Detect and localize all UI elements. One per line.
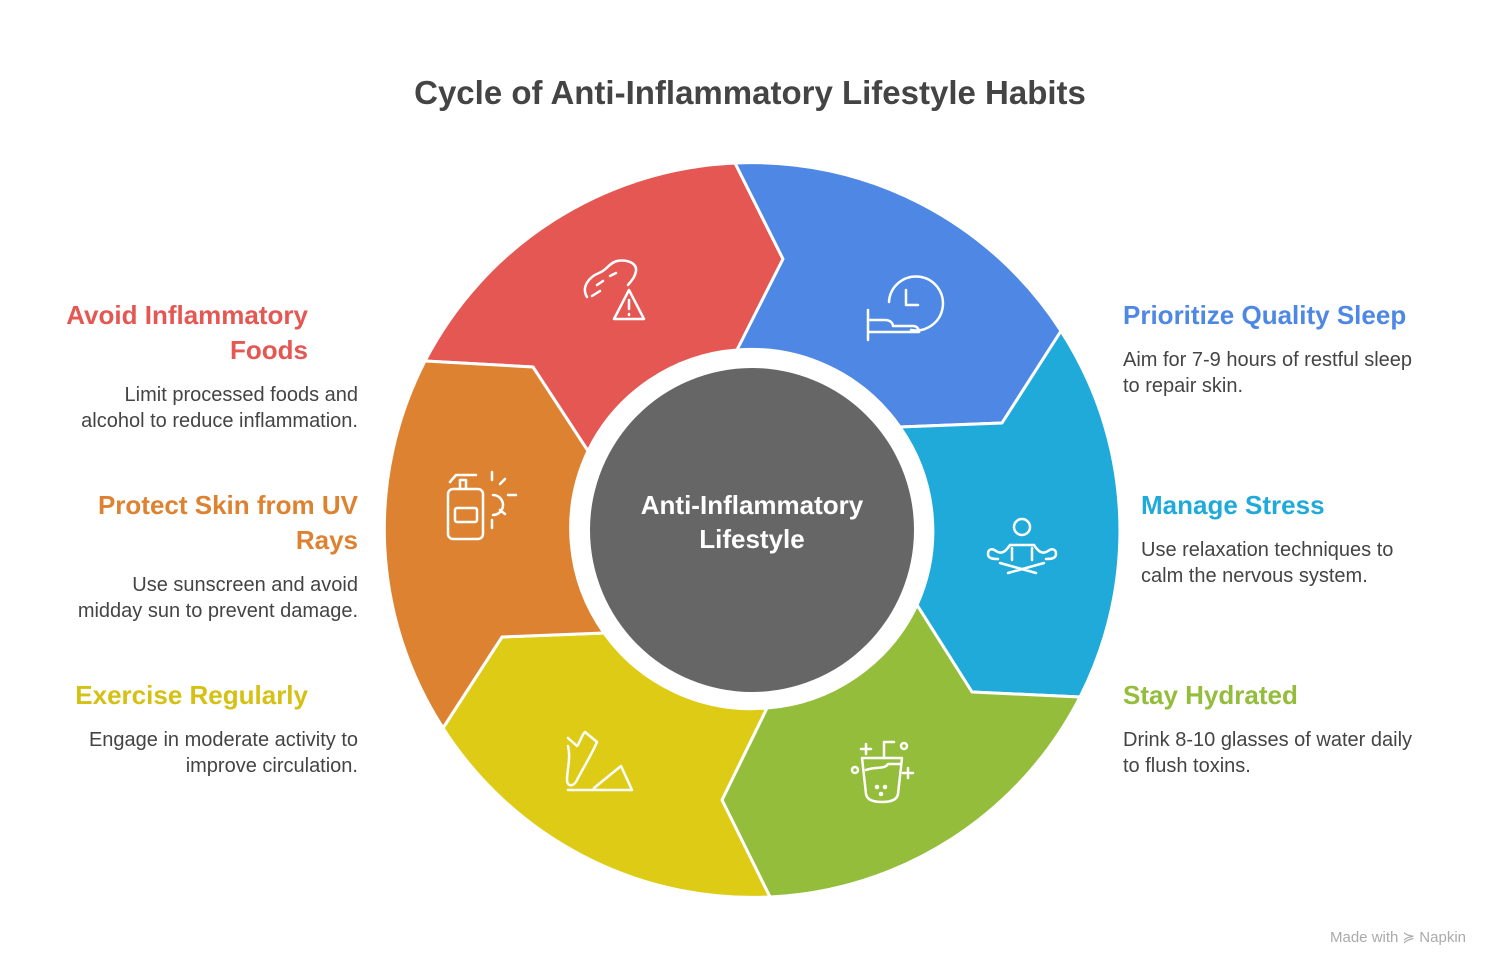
center-line-2: Lifestyle — [699, 524, 805, 554]
made-with-label: Made with — [1330, 929, 1399, 946]
center-circle — [590, 368, 914, 692]
brand-label: Napkin — [1419, 929, 1466, 946]
center-label: Anti-Inflammatory Lifestyle — [602, 488, 902, 556]
center-line-1: Anti-Inflammatory — [640, 490, 864, 520]
sneaker-icon — [565, 730, 634, 792]
step-manage-stress: Manage Stress Use relaxation techniques … — [1141, 488, 1461, 589]
peanut-warning-icon — [583, 259, 646, 321]
segment-exercise — [441, 631, 772, 899]
step-title: Manage Stress — [1141, 490, 1325, 520]
segment-stress — [898, 329, 1122, 699]
segment-uv — [382, 359, 606, 730]
drink-cup-icon — [850, 740, 915, 804]
step-exercise-regularly: Exercise Regularly Engage in moderate ac… — [38, 678, 358, 779]
segment-hydrate — [720, 603, 1082, 899]
napkin-watermark: Made with ≽ Napkin — [1330, 928, 1466, 946]
sunscreen-icon — [446, 470, 518, 541]
napkin-logo-icon: ≽ — [1402, 929, 1416, 946]
step-title: Exercise Regularly — [75, 680, 308, 710]
sleep-clock-icon — [866, 275, 945, 342]
step-title: Prioritize Quality Sleep — [1123, 300, 1407, 330]
step-prioritize-sleep: Prioritize Quality Sleep Aim for 7-9 hou… — [1123, 298, 1463, 399]
segment-foods — [423, 161, 785, 453]
segment-sleep — [733, 161, 1063, 429]
page-title: Cycle of Anti-Inflammatory Lifestyle Hab… — [414, 74, 1086, 111]
step-stay-hydrated: Stay Hydrated Drink 8-10 glasses of wate… — [1123, 678, 1463, 779]
meditation-icon — [986, 517, 1058, 575]
step-title: Stay Hydrated — [1123, 680, 1298, 710]
